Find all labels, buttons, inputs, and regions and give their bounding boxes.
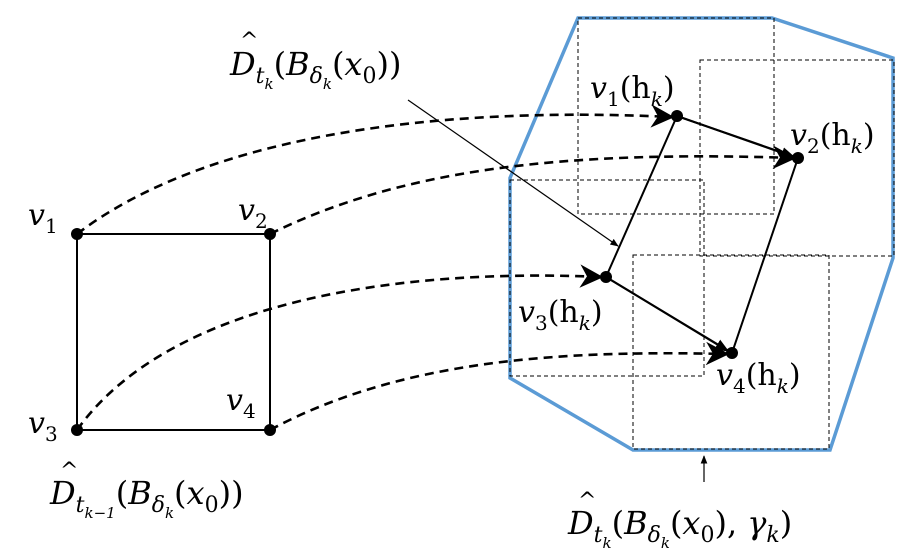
label-v4-hk: v4(hk) <box>716 358 801 398</box>
dashed-box-4 <box>632 254 830 450</box>
dot-v2 <box>264 228 276 240</box>
dot-v1-hk <box>671 110 683 122</box>
edge-arrow-v1-v2 <box>676 115 796 159</box>
dot-v4 <box>264 424 276 436</box>
right-quad <box>604 114 800 355</box>
bottom-label: Dtk(Bδk(x0), γk) <box>567 504 792 552</box>
map-curve-v4 <box>269 341 730 432</box>
label-v4: v4 <box>226 383 256 423</box>
dot-v1 <box>71 228 83 240</box>
label-v2: v2 <box>238 193 268 233</box>
dot-v3-hk <box>600 271 612 283</box>
top-label: Dtk(Bδk(x0)) <box>229 45 401 93</box>
label-v3: v3 <box>28 406 58 446</box>
pointer-arrow-top <box>407 99 619 247</box>
map-curve-v1 <box>76 104 675 236</box>
edge-arrow-v3-v4 <box>605 276 730 352</box>
hull-polygon <box>508 16 895 452</box>
label-v1-hk: v1(hk) <box>590 71 675 111</box>
map-curve-v2 <box>269 145 797 236</box>
dot-v4-hk <box>726 347 738 359</box>
dashed-box-1 <box>577 17 775 215</box>
dot-v3 <box>71 424 83 436</box>
dashed-box-3 <box>509 179 705 377</box>
bottom-label-hat: ^ <box>578 489 596 514</box>
label-v1: v1 <box>28 198 58 238</box>
map-curve-v3 <box>75 264 604 431</box>
left-caption: Dtk−1(Bδk(x0)) <box>49 474 244 522</box>
label-v2-hk: v2(hk) <box>790 118 875 158</box>
left-caption-hat: ^ <box>60 459 78 484</box>
top-label-hat: ^ <box>240 29 258 54</box>
dot-v2-hk <box>792 152 804 164</box>
label-v3-hk: v3(hk) <box>518 295 603 335</box>
dashed-box-2 <box>699 59 895 257</box>
